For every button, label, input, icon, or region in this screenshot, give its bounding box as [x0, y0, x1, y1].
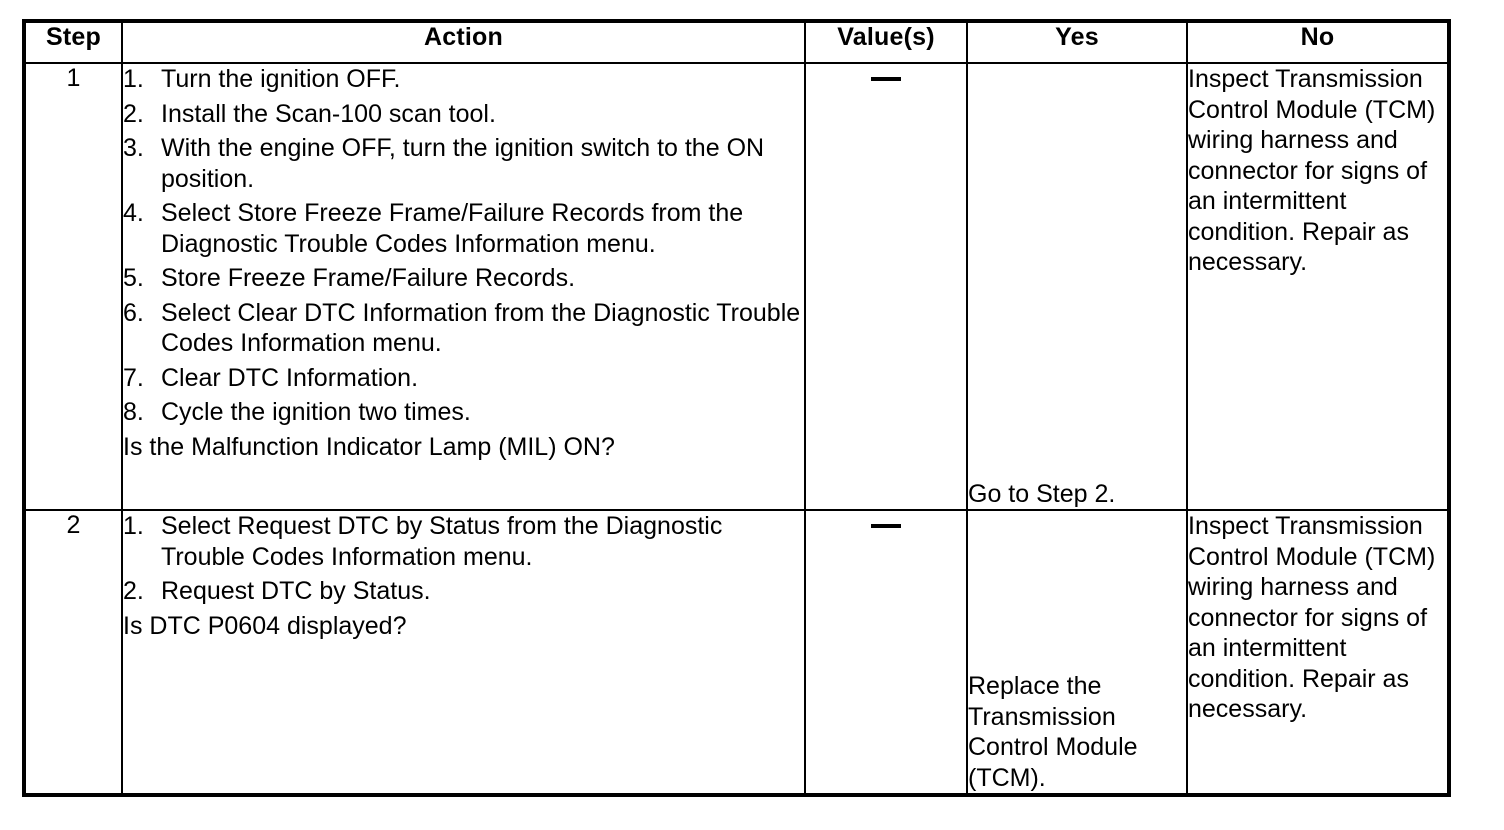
- yes-result-cell: Go to Step 2.: [966, 62, 1188, 511]
- diagnostic-steps-table: Step Action Value(s) Yes No 1 Turn the i…: [22, 19, 1451, 797]
- column-header-no: No: [1186, 20, 1450, 64]
- no-result-cell: Inspect Transmission Control Module (TCM…: [1186, 509, 1450, 796]
- action-cell: Select Request DTC by Status from the Di…: [121, 509, 806, 796]
- table-row: 1 Turn the ignition OFF. Install the Sca…: [23, 62, 1450, 511]
- action-step-item: Clear DTC Information.: [123, 363, 419, 393]
- value-cell: [804, 509, 968, 796]
- step-number-cell: 1: [23, 62, 123, 511]
- step-number-cell: 2: [23, 509, 123, 796]
- value-cell: [804, 62, 968, 511]
- action-step-item: Store Freeze Frame/Failure Records.: [123, 263, 576, 293]
- action-step-item: Cycle the ignition two times.: [123, 397, 471, 427]
- action-step-item: Install the Scan-100 scan tool.: [123, 99, 496, 129]
- em-dash-placeholder: [871, 524, 901, 529]
- table-header-row: Step Action Value(s) Yes No: [23, 20, 1450, 64]
- action-step-list-2: Select Request DTC by Status from the Di…: [123, 511, 804, 607]
- table-row: 2 Select Request DTC by Status from the …: [23, 509, 1450, 796]
- action-step-item: Turn the ignition OFF.: [123, 64, 401, 94]
- action-step-item: Select Clear DTC Information from the Di…: [123, 298, 801, 358]
- table-header: Step Action Value(s) Yes No: [23, 20, 1450, 64]
- em-dash-placeholder: [871, 77, 901, 82]
- column-header-value: Value(s): [804, 20, 968, 64]
- column-header-yes: Yes: [966, 20, 1188, 64]
- action-question: Is DTC P0604 displayed?: [123, 611, 407, 640]
- yes-result-cell: Replace the Transmission Control Module …: [966, 509, 1188, 796]
- no-result-cell: Inspect Transmission Control Module (TCM…: [1186, 62, 1450, 511]
- action-question: Is the Malfunction Indicator Lamp (MIL) …: [123, 432, 615, 461]
- action-step-list-1: Turn the ignition OFF. Install the Scan-…: [123, 64, 804, 428]
- action-step-item: Select Store Freeze Frame/Failure Record…: [123, 198, 744, 258]
- action-cell: Turn the ignition OFF. Install the Scan-…: [121, 62, 806, 511]
- column-header-step: Step: [23, 20, 123, 64]
- action-step-item: Request DTC by Status.: [123, 576, 431, 606]
- action-step-item: With the engine OFF, turn the ignition s…: [123, 133, 765, 193]
- action-step-item: Select Request DTC by Status from the Di…: [123, 511, 723, 571]
- table-body: 1 Turn the ignition OFF. Install the Sca…: [23, 62, 1450, 796]
- column-header-action: Action: [121, 20, 806, 64]
